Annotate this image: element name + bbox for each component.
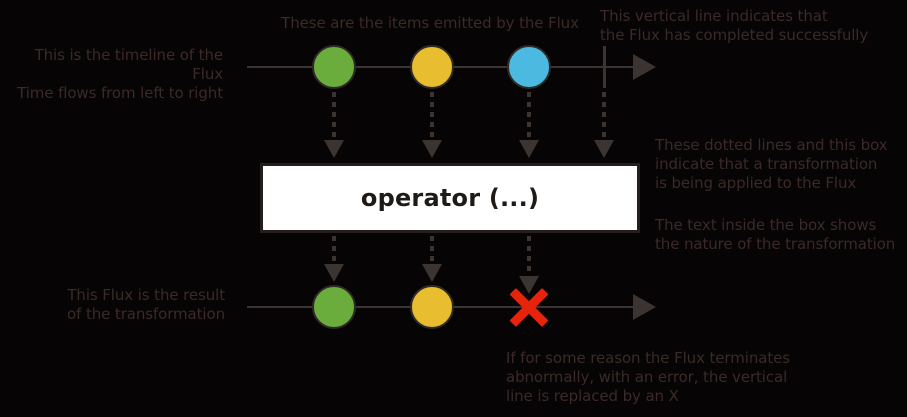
marble-yellow-source[interactable] [410, 45, 454, 89]
connector-arrow-yellow-out-icon [422, 264, 442, 282]
operator-label: operator (...) [360, 184, 540, 212]
connector-dotted-complete-in [602, 92, 606, 140]
operator-box[interactable]: operator (...) [260, 163, 640, 233]
annotation-error-note: If for some reason the Flux terminates a… [506, 349, 790, 405]
annotation-box-text-meaning: The text inside the box shows the nature… [655, 216, 896, 253]
connector-arrow-complete-in-icon [594, 140, 614, 158]
connector-dotted-green-out [332, 236, 336, 264]
result-timeline-arrow-icon [633, 294, 656, 320]
marble-green-source[interactable] [312, 45, 356, 89]
annotation-completion-line: This vertical line indicates that the Fl… [600, 7, 869, 44]
annotation-result-timeline: This Flux is the result of the transform… [67, 286, 225, 323]
connector-arrow-blue-in-icon [519, 140, 539, 158]
error-x-icon [506, 284, 552, 330]
connector-arrow-error-out-icon [519, 276, 539, 294]
source-timeline-arrow-icon [633, 54, 656, 80]
marble-blue-source[interactable] [507, 45, 551, 89]
connector-arrow-green-in-icon [324, 140, 344, 158]
connector-dotted-error-out [527, 236, 531, 276]
marble-yellow-result[interactable] [410, 285, 454, 329]
marble-green-result[interactable] [312, 285, 356, 329]
completion-bar-icon [603, 46, 606, 88]
connector-dotted-yellow-out [430, 236, 434, 264]
annotation-transformation: These dotted lines and this box indicate… [655, 136, 888, 192]
connector-arrow-yellow-in-icon [422, 140, 442, 158]
connector-dotted-yellow-in [430, 92, 434, 140]
connector-dotted-green-in [332, 92, 336, 140]
connector-arrow-green-out-icon [324, 264, 344, 282]
annotation-items-emitted: These are the items emitted by the Flux [281, 14, 579, 32]
connector-dotted-blue-in [527, 92, 531, 140]
annotation-source-timeline: This is the timeline of the Flux Time fl… [17, 46, 223, 102]
